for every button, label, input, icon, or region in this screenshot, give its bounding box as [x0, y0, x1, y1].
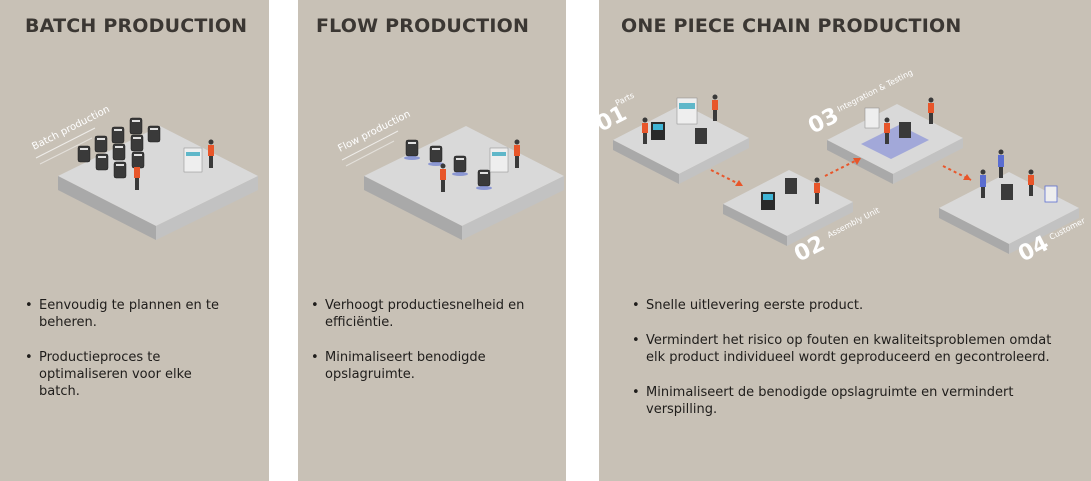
flow-production-panel: FLOW PRODUCTION Flow production [298, 0, 566, 481]
panel-title: FLOW PRODUCTION [316, 15, 530, 37]
illustration-label: Flow production [336, 109, 412, 155]
robot-line [404, 139, 492, 190]
arrow-head-2 [853, 158, 861, 165]
arrow-head-3 [963, 174, 971, 180]
bullet-item: Eenvoudig te plannen en te beheren. [25, 297, 235, 331]
bullet-list: Verhoogt productiesnelheid en efficiënti… [311, 297, 551, 401]
batch-production-illustration: Batch production [30, 104, 258, 240]
bullet-list: Snelle uitlevering eerste product. Vermi… [632, 297, 1062, 436]
bullet-item: Minimaliseert benodigde opslagruimte. [311, 349, 551, 383]
bullet-item: Productieproces te optimaliseren voor el… [25, 349, 235, 400]
stage-01-platform [613, 94, 749, 184]
stage-04-platform [939, 149, 1079, 254]
bullet-item: Minimaliseert de benodigde opslagruimte … [632, 384, 1062, 418]
one-piece-chain-illustration: 01 Parts 02 Assembly Unit [599, 68, 1087, 268]
panel-title: ONE PIECE CHAIN PRODUCTION [621, 15, 962, 37]
arrow-head-1 [735, 180, 743, 186]
stage-01-label: Parts [614, 91, 636, 108]
machine [183, 147, 203, 173]
worker-figure [440, 139, 520, 192]
bullet-item: Vermindert het risico op fouten en kwali… [632, 332, 1062, 366]
bullet-list: Eenvoudig te plannen en te beheren. Prod… [25, 297, 235, 418]
flow-production-illustration: Flow production [336, 109, 564, 240]
bullet-item: Snelle uitlevering eerste product. [632, 297, 1062, 314]
stage-02-platform [723, 170, 853, 246]
machine [489, 147, 509, 173]
panel-title: BATCH PRODUCTION [25, 15, 248, 37]
stage-03-platform [827, 97, 963, 184]
worker-figure [134, 139, 214, 190]
stage-01-number: 01 [599, 101, 631, 137]
one-piece-chain-production-panel: ONE PIECE CHAIN PRODUCTION 01 Parts [599, 0, 1091, 481]
bullet-item: Verhoogt productiesnelheid en efficiënti… [311, 297, 551, 331]
batch-production-panel: BATCH PRODUCTION Batch production [0, 0, 269, 481]
